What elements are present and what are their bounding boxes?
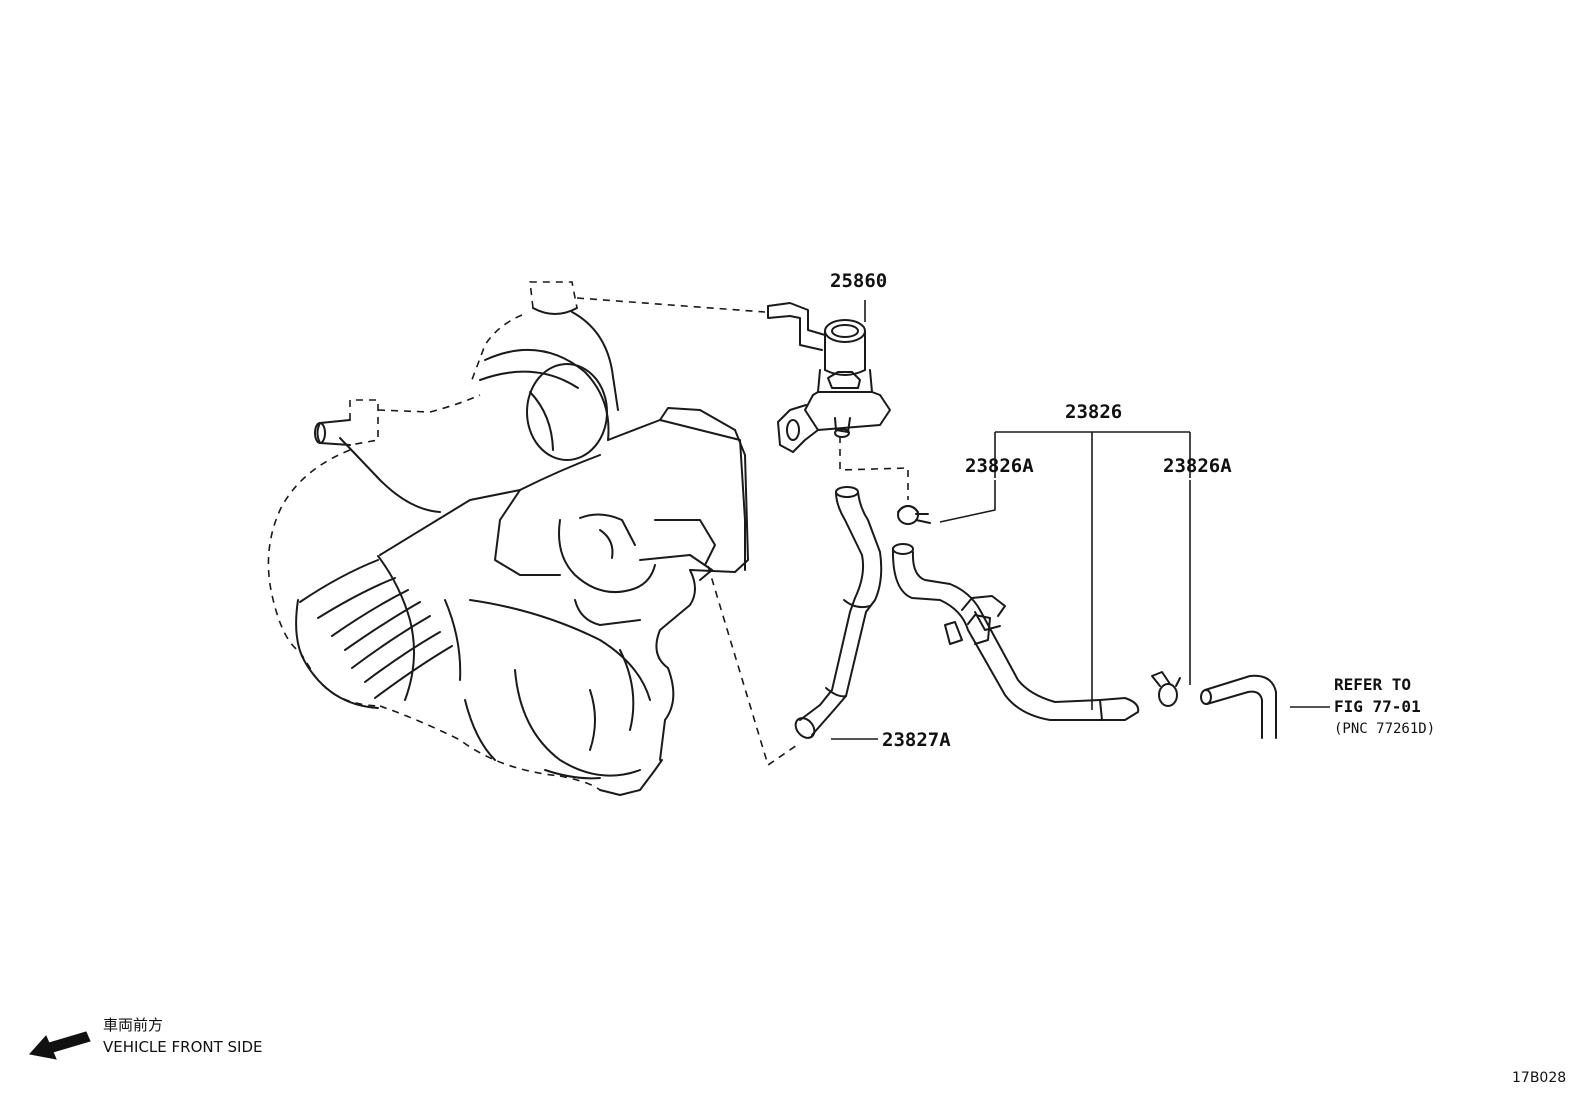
front-direction-arrow-icon	[29, 1031, 91, 1060]
direction-label-japanese: 車両前方	[103, 1016, 163, 1034]
label-23827a: 23827A	[882, 729, 951, 751]
hose-assembly-23826	[891, 543, 1140, 721]
label-25860: 25860	[830, 270, 887, 292]
refer-fig-line: FIG 77-01	[1334, 697, 1421, 716]
figure-code: 17B028	[1512, 1070, 1566, 1086]
vacuum-switching-valve	[767, 302, 891, 453]
direction-label-english: VEHICLE FRONT SIDE	[103, 1038, 263, 1056]
label-23826: 23826	[1065, 401, 1122, 423]
label-23826a-right: 23826A	[1163, 455, 1232, 477]
refer-to-line: REFER TO	[1334, 675, 1411, 694]
leader-lines	[831, 300, 1330, 740]
hose-23827a	[794, 486, 883, 739]
referenced-hose	[1200, 674, 1277, 739]
clamp-23826a-left	[897, 505, 931, 525]
label-23826a-left: 23826A	[965, 455, 1034, 477]
throttle-body-assembly	[267, 281, 749, 796]
clamp-23826a-right	[1151, 671, 1181, 707]
connection-lines	[576, 297, 909, 767]
refer-pnc-line: (PNC 77261D)	[1334, 721, 1435, 737]
